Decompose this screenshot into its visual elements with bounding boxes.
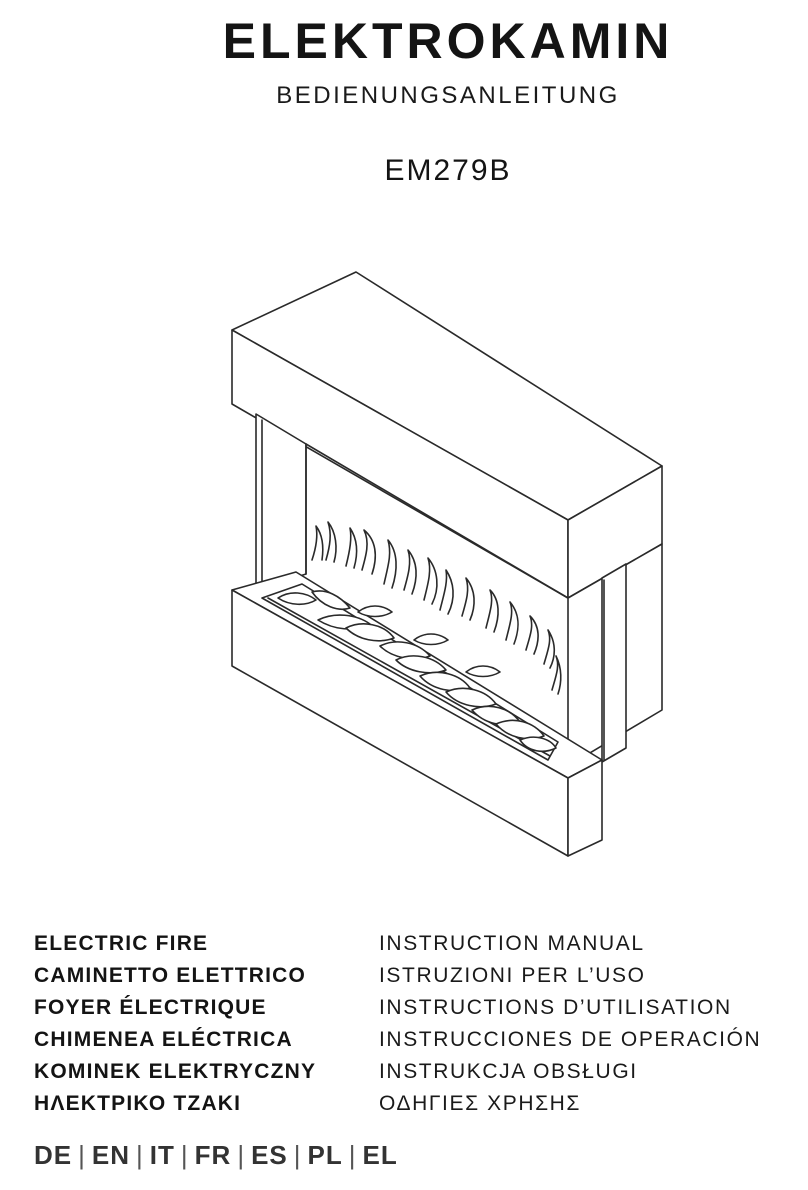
product-name: ΗΛΕΚΤΡΙΚΟ ΤΖΑΚΙ bbox=[34, 1092, 242, 1115]
product-name: CAMINETTO ELETTRICO bbox=[34, 964, 307, 987]
language-row-el: ΗΛΕΚΤΡΙΚΟ ΤΖΑΚΙ ΟΔΗΓΙΕΣ ΧΡΗΣΗΣ bbox=[34, 1088, 784, 1120]
manual-title: INSTRUCTION MANUAL bbox=[379, 932, 645, 955]
language-code: ES bbox=[251, 1140, 288, 1170]
separator: | bbox=[237, 1140, 246, 1170]
product-name: ELECTRIC FIRE bbox=[34, 932, 209, 955]
electric-fireplace-illustration bbox=[231, 271, 663, 857]
document-title: ELEKTROKAMIN bbox=[222, 13, 674, 69]
language-codes: DE|EN|IT|FR|ES|PL|EL bbox=[34, 1140, 398, 1171]
product-name: FOYER ÉLECTRIQUE bbox=[34, 996, 267, 1019]
separator: | bbox=[136, 1140, 144, 1170]
language-row-pl: KOMINEK ELEKTRYCZNY INSTRUKCJA OBSŁUGI bbox=[34, 1056, 784, 1088]
manual-title: ΟΔΗΓΙΕΣ ΧΡΗΣΗΣ bbox=[379, 1092, 582, 1115]
language-row-it: CAMINETTO ELETTRICO ISTRUZIONI PER L’USO bbox=[34, 960, 784, 992]
language-code: IT bbox=[149, 1140, 175, 1170]
language-code: PL bbox=[307, 1140, 343, 1170]
separator: | bbox=[348, 1140, 357, 1170]
separator: | bbox=[78, 1140, 86, 1170]
language-row-fr: FOYER ÉLECTRIQUE INSTRUCTIONS D’UTILISAT… bbox=[34, 992, 784, 1024]
manual-title: INSTRUKCJA OBSŁUGI bbox=[379, 1060, 638, 1083]
separator: | bbox=[293, 1140, 302, 1170]
document-subtitle: BEDIENUNGSANLEITUNG bbox=[276, 82, 620, 109]
language-code: EN bbox=[91, 1140, 131, 1170]
language-row-es: CHIMENEA ELÉCTRICA INSTRUCCIONES DE OPER… bbox=[34, 1024, 784, 1056]
product-name: CHIMENEA ELÉCTRICA bbox=[34, 1028, 293, 1051]
language-code: DE bbox=[34, 1140, 73, 1170]
manual-title: ISTRUZIONI PER L’USO bbox=[379, 964, 646, 987]
language-code: FR bbox=[194, 1140, 232, 1170]
language-row-en: ELECTRIC FIRE INSTRUCTION MANUAL bbox=[34, 928, 784, 960]
language-list: ELECTRIC FIRE INSTRUCTION MANUAL CAMINET… bbox=[34, 928, 784, 1120]
model-number: EM279B bbox=[384, 154, 512, 187]
manual-title: INSTRUCCIONES DE OPERACIÓN bbox=[379, 1028, 762, 1051]
product-name: KOMINEK ELEKTRYCZNY bbox=[34, 1060, 317, 1083]
language-code: EL bbox=[362, 1140, 398, 1170]
manual-title: INSTRUCTIONS D’UTILISATION bbox=[379, 996, 732, 1019]
separator: | bbox=[180, 1140, 189, 1170]
